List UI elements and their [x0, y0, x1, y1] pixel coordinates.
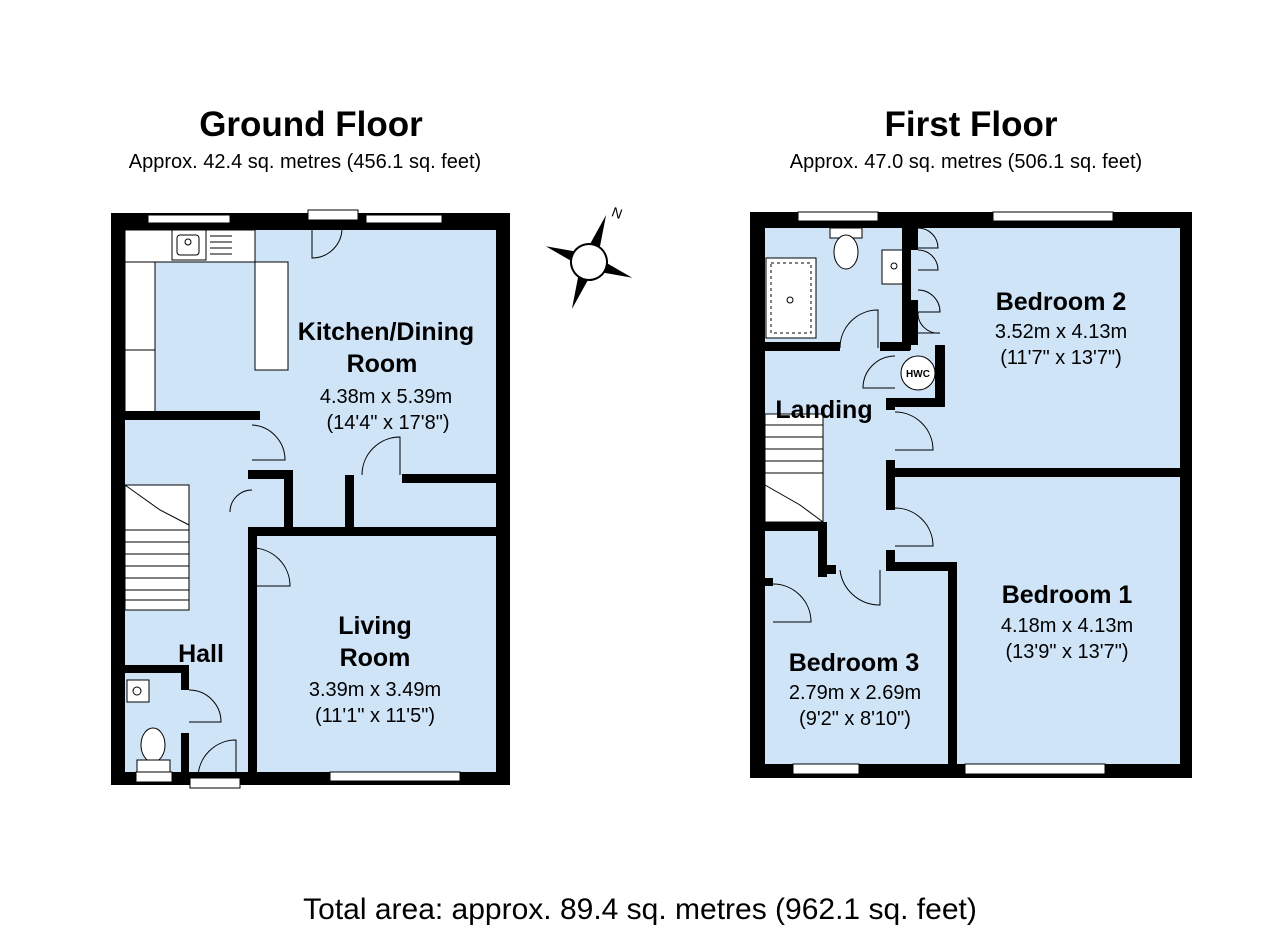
living-room-imperial: (11'1" x 11'5"): [315, 705, 435, 727]
kitchen-unit-left: [124, 261, 156, 413]
bedroom-2-imperial: (11'7" x 13'7"): [1000, 347, 1122, 369]
kitchen-dining-name-line1: Kitchen/Dining: [298, 318, 474, 346]
living-room-metric: 3.39m x 3.49m: [309, 679, 441, 701]
bedroom-3-name: Bedroom 3: [789, 649, 920, 677]
landing-name: Landing: [775, 396, 872, 424]
living-room-name-line1: Living: [338, 612, 412, 640]
bedroom-1-metric: 4.18m x 4.13m: [1001, 615, 1133, 637]
compass-rose-icon: [545, 215, 633, 309]
bedroom-2-metric: 3.52m x 4.13m: [995, 321, 1127, 343]
first-floor-title: First Floor: [884, 105, 1058, 144]
bedroom-3-imperial: (9'2" x 8'10"): [799, 708, 911, 730]
kitchen-dining-metric: 4.38m x 5.39m: [320, 386, 452, 408]
ground-floor-title: Ground Floor: [199, 105, 423, 144]
ground-stairs: [124, 484, 190, 611]
kitchen-sink-icon: [171, 229, 232, 261]
bedroom-3-metric: 2.79m x 2.69m: [789, 682, 921, 704]
bedroom-1-name: Bedroom 1: [1002, 581, 1133, 609]
first-floor-plan: HWC: [750, 211, 1192, 778]
bedroom-1-imperial: (13'9" x 13'7"): [1005, 641, 1128, 663]
bedroom-2-name: Bedroom 2: [996, 288, 1127, 316]
ground-floor-area: Approx. 42.4 sq. metres (456.1 sq. feet): [128, 151, 482, 173]
hwc-label: HWC: [906, 369, 930, 380]
first-floor-fill: [758, 220, 1184, 772]
kitchen-island: [254, 261, 289, 371]
kitchen-dining-name-line2: Room: [347, 350, 418, 378]
kitchen-dining-imperial: (14'4" x 17'8"): [326, 412, 449, 434]
living-room-name-line2: Room: [340, 644, 411, 672]
first-floor-area: Approx. 47.0 sq. metres (506.1 sq. feet): [789, 151, 1143, 173]
ground-wc-fixtures: [126, 679, 171, 775]
first-stairs: [764, 413, 824, 523]
ground-floor-plan: [111, 209, 510, 789]
total-area: Total area: approx. 89.4 sq. metres (962…: [303, 893, 977, 926]
hall-name: Hall: [178, 640, 224, 668]
